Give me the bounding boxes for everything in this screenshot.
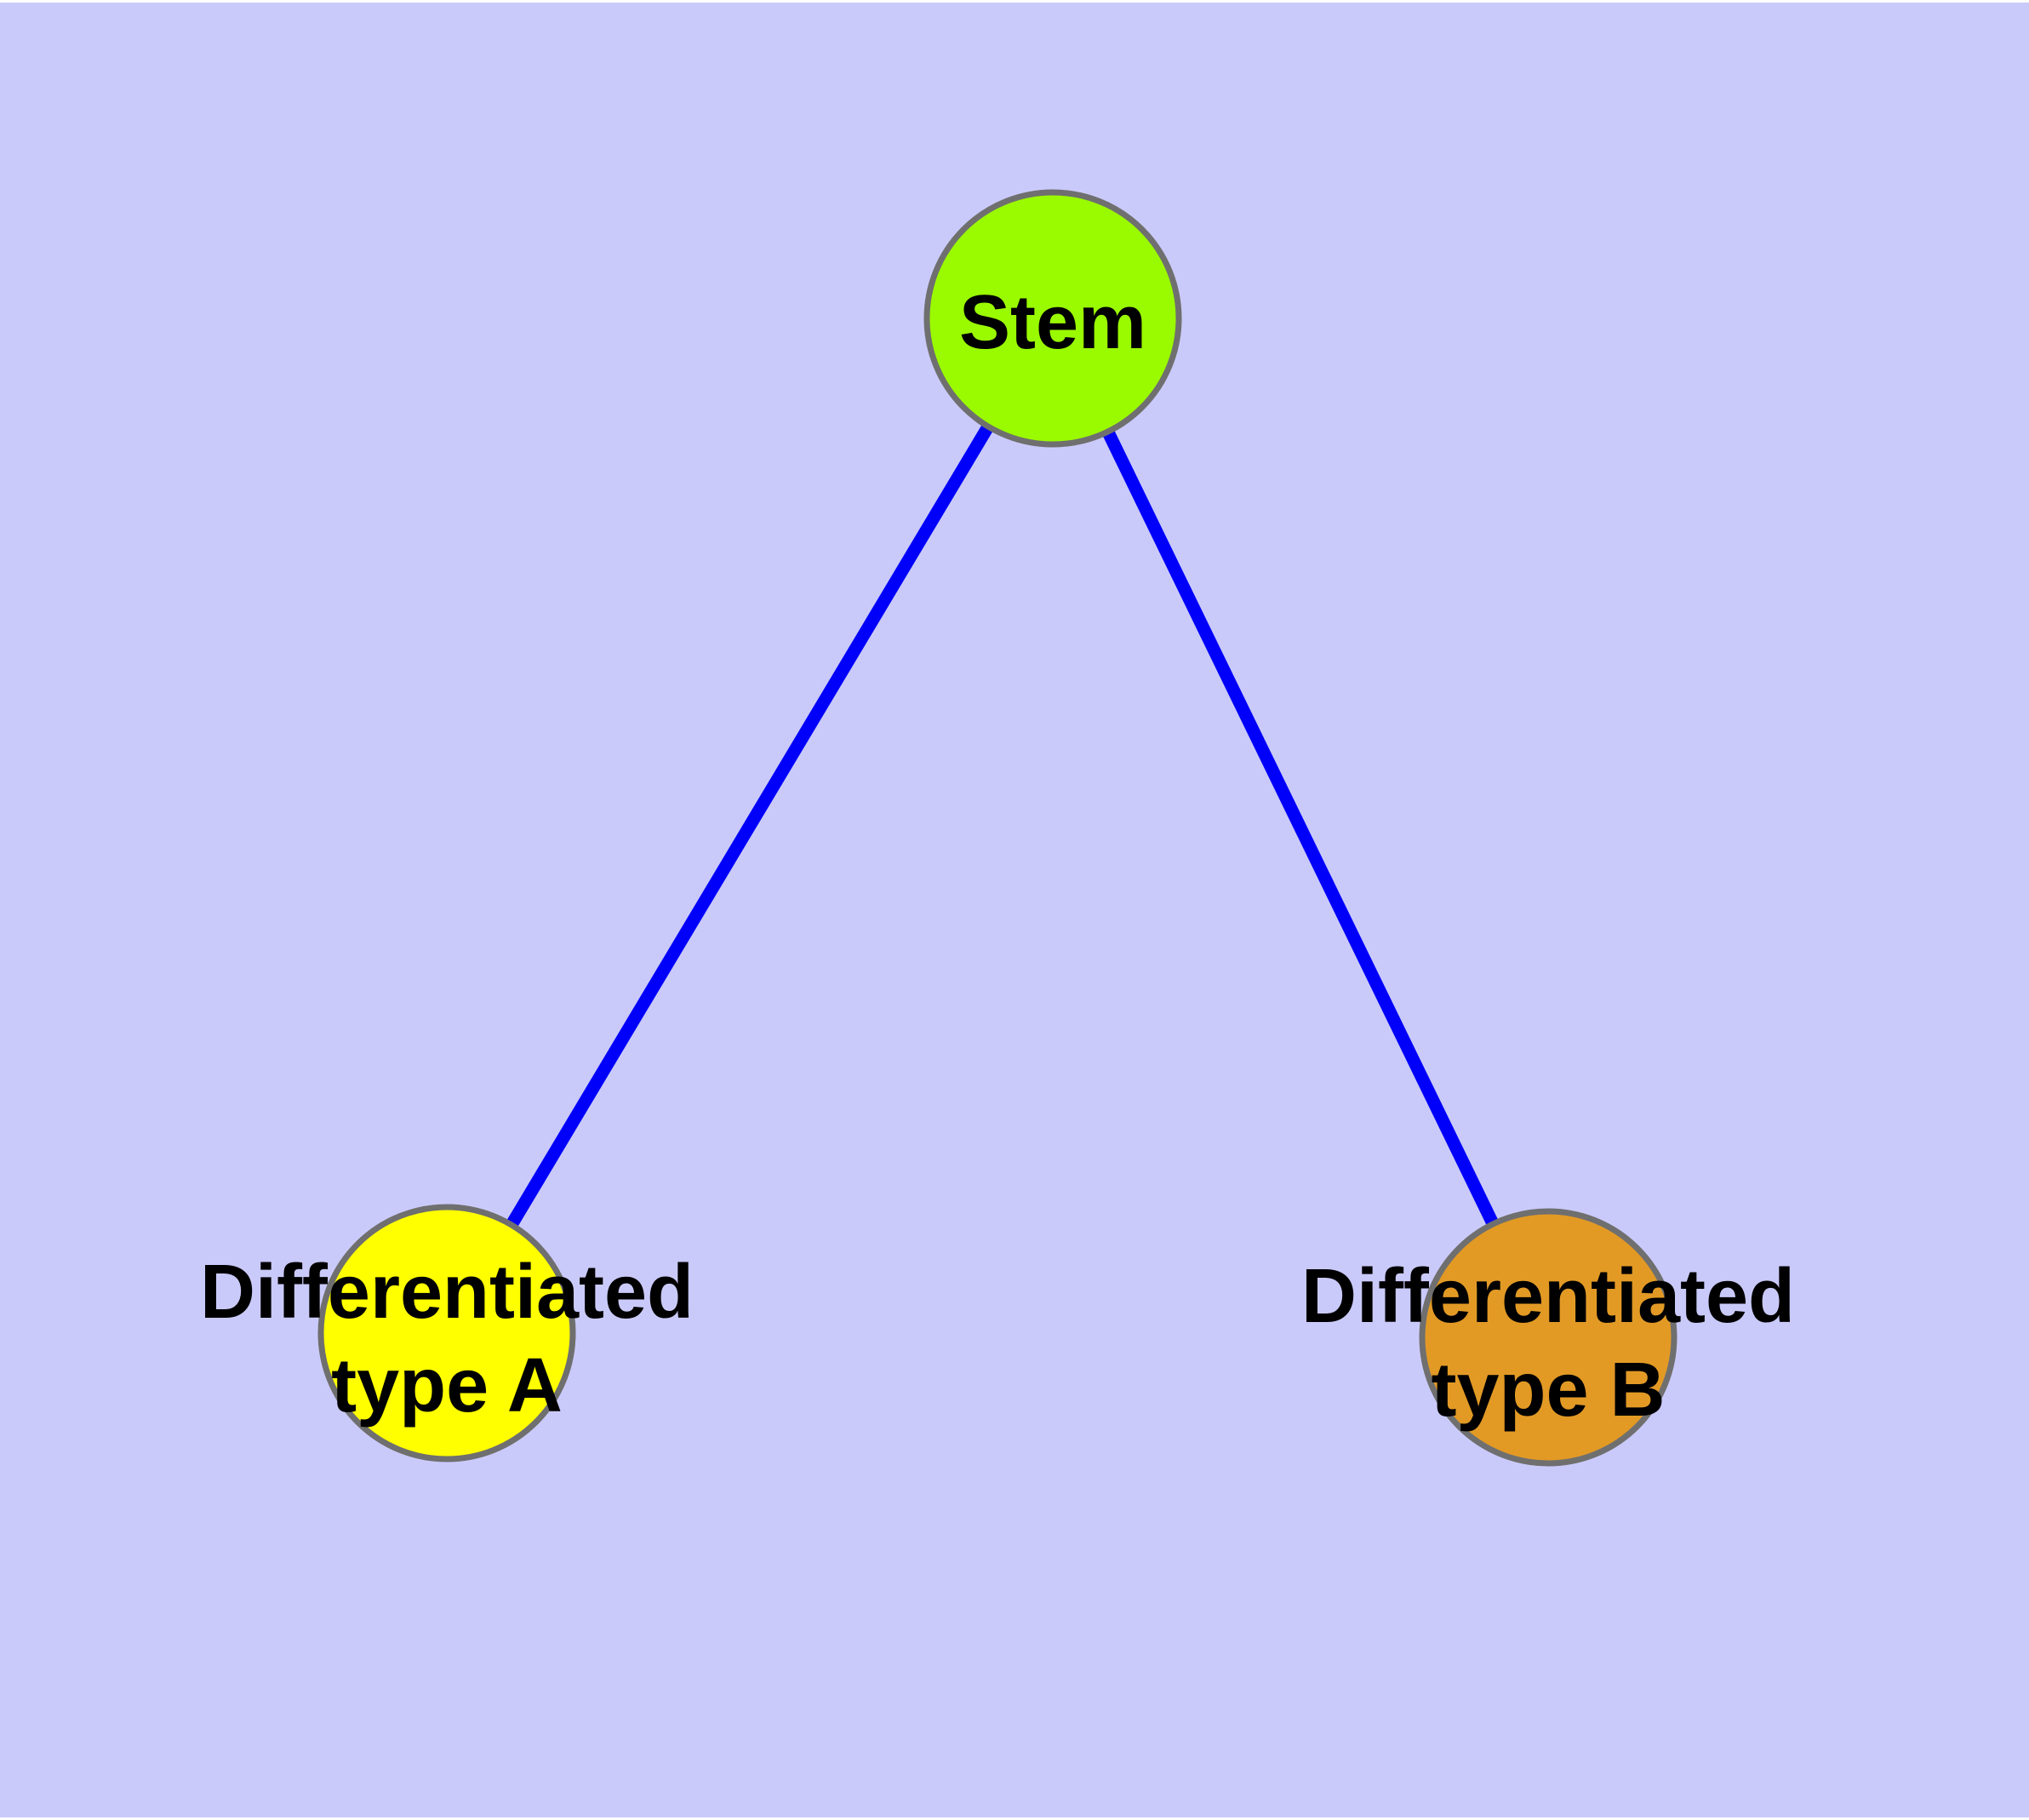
node-type-a-label-line1: Differentiated (200, 1250, 694, 1335)
node-stem-label: Stem (959, 280, 1146, 365)
node-type-a-circle (317, 1204, 576, 1462)
node-type-b-label-line1: Differentiated (1301, 1254, 1795, 1339)
edge-stem-to-type-b (1047, 315, 1554, 1341)
node-type-b-label-line2: type B (1431, 1348, 1665, 1433)
node-type-a-label-line2: type A (331, 1343, 563, 1428)
node-type-b-circle (1419, 1208, 1677, 1467)
edge-stem-to-type-a (441, 315, 1059, 1336)
node-stem-circle (923, 189, 1182, 448)
